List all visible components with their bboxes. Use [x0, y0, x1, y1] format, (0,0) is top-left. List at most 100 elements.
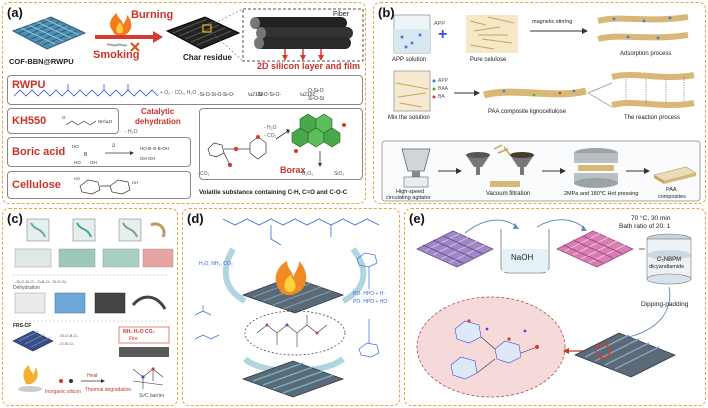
kh550-label: KH550: [12, 115, 46, 127]
panel-e: (e): [404, 208, 706, 406]
svg-text:NH\u2082: NH\u2082: [98, 119, 112, 124]
svg-text:O-Si-O: O-Si-O: [308, 88, 324, 94]
mix-baa-key: BAA: [438, 86, 448, 92]
volatile-label: Volatile substance containing C-H, C=O a…: [199, 189, 347, 196]
panel-b-graphics: +: [374, 3, 705, 203]
svg-text:O: O: [62, 115, 66, 120]
fabric-purple-icon: [417, 231, 493, 267]
boric-acid-label: Boric acid: [12, 146, 65, 158]
svg-text:HO-B-O-B-OH: HO-B-O-B-OH: [140, 146, 169, 151]
panel-d-graphics: [183, 209, 399, 405]
char-residue-label: Char residue: [183, 53, 232, 62]
kh550-structure: O NH\u2082: [62, 111, 112, 133]
hot-press-icon: [574, 148, 618, 188]
eq-h2o-label-1: - H₂O: [125, 129, 138, 135]
panel-a: (a): [2, 2, 366, 204]
svg-text:-O-Si-O-: -O-Si-O-: [59, 341, 75, 346]
dipping-padding-label: Dipping-padding: [641, 301, 688, 308]
svg-text:+: +: [438, 26, 447, 43]
boric-acid-structure: HO B HO OH: [72, 140, 102, 166]
frs-cf-label: FRS-CF: [13, 323, 31, 329]
cellulose-structure: HO OH: [70, 174, 190, 198]
svg-text:OH: OH: [132, 180, 138, 185]
c-barrier-label: Si/C barrier: [139, 393, 164, 399]
c-gas-label: NH₃ H₂O CO₂: [123, 329, 155, 335]
panel-b-label: (b): [378, 5, 395, 20]
e-conditions-2-label: Bath ratio of 20: 1: [619, 223, 670, 230]
si-c-network-icon: [133, 367, 163, 389]
fabric-pink-icon: [557, 231, 633, 267]
treated-fabric-icon: [575, 333, 675, 377]
magnetic-stirring-label: magnetic stirring: [532, 19, 572, 25]
mix-ba-key: BA: [438, 94, 445, 100]
panel-b: (b) +: [373, 2, 706, 204]
mix-app-key: APP: [438, 78, 448, 84]
adsorption-label: Adsorption process: [620, 51, 671, 57]
c-heat-label: Heat: [87, 373, 98, 379]
burning-fabric-icon: [243, 261, 343, 313]
top-polymer-chain: [223, 219, 379, 225]
rwpu-siloxane-structure: -Si-O-Si-O-Si-O- \u2192 -Si-O-Si-O- \u21…: [198, 82, 358, 104]
svg-text:B: B: [84, 152, 88, 158]
paa-composites-label-2: composites: [658, 194, 686, 200]
panel-e-label: (e): [409, 211, 425, 226]
panel-a-label: (a): [7, 5, 23, 20]
eq-co2-label-2: - CO₂: [264, 133, 277, 139]
rwpu-box: RWPU + O₂ - CO₂, H₂O -Si-O-Si-O-Si-O- \u…: [7, 75, 363, 105]
reagent-label-1: C₅NBPM: [657, 257, 681, 263]
burning-label: Burning: [131, 9, 173, 21]
c-inorganic-label: Inorganic silicon: [45, 389, 81, 395]
boric-arrow: [104, 150, 134, 156]
svg-text:-Si-O-B-O-: -Si-O-B-O-: [59, 333, 79, 338]
cotton-fabric-process-icon: [15, 293, 165, 313]
agitator-label-2: circulating agitator: [386, 195, 431, 201]
d-gases-label: H₂O, NH₃, CO₂: [199, 261, 233, 267]
reaction-process-label: The reaction process: [624, 115, 680, 121]
rwpu-eq-label: + O₂ - CO₂, H₂O: [160, 90, 196, 96]
adsorption-fiber-icon: [598, 17, 688, 40]
svg-text:HO: HO: [74, 176, 80, 181]
network-structure: [257, 315, 327, 347]
kh550-box: KH550 O NH\u2082: [7, 108, 119, 134]
paa-composites-label-1: PAA: [666, 187, 677, 193]
e-conditions-1-label: 70 °C, 30 min: [631, 215, 670, 222]
reaction-process-fiber-icon: [612, 75, 694, 105]
c-fire-label: Fire: [129, 336, 138, 342]
flame-icon: [18, 365, 42, 392]
left-molecule: [195, 305, 219, 339]
panel-c: (c) -Si-O-Si-O- -O-B-O- -Si-O-Si-: [2, 208, 178, 406]
borax-structure-box: - H₂O - CO₂ Borax B₂O₃ SiO₂: [199, 108, 363, 180]
material-label: COF-BBN@RWPU: [9, 57, 74, 66]
boric-acid-box: Boric acid HO B HO OH Δ HO-B-O-B-OH OH O…: [7, 137, 191, 167]
svg-text:Si-O-Si: Si-O-Si: [308, 96, 324, 102]
svg-text:HO: HO: [72, 144, 79, 149]
cellulose-box: Cellulose HO OH: [7, 171, 191, 199]
smoking-label: Smoking: [93, 49, 139, 61]
naoh-label: NaOH: [511, 253, 533, 262]
mix-solution-beaker-icon: [394, 71, 430, 111]
catalytic-label: Catalytic: [141, 107, 174, 116]
delta-label: Δ: [112, 143, 115, 149]
d-radicals-2-label: PO· HPO + HO·: [353, 299, 389, 305]
c-dehydration-label: Dehydration: [13, 285, 40, 291]
svg-text:OH OH: OH OH: [140, 156, 155, 161]
dehydration-label: dehydration: [135, 117, 181, 126]
vacuum-filtration-label: Vacuum filtration: [486, 191, 530, 197]
panel-c-label: (c): [7, 211, 23, 226]
app-solution-beaker-icon: [394, 15, 430, 53]
svg-text:-Si-O-Si-O- -O-B-O- -Si-O-: -Si-O-Si-O- -O-B-O- -Si-O-Si-: [15, 279, 68, 284]
boric-product-structure: HO-B-O-B-OH OH OH: [138, 140, 188, 166]
app-solution-label: APP solution: [392, 57, 426, 63]
pure-cellulose-label: Pure celulose: [470, 57, 506, 63]
svg-text:-Si-O-Si-O-Si-O-: -Si-O-Si-O-Si-O-: [198, 92, 235, 98]
svg-text:HO: HO: [74, 160, 81, 165]
char-residue-icon: [167, 17, 239, 49]
hot-pressing-label: 2MPa and 180℃ Hot pressing: [564, 191, 638, 197]
fabric-swatches-icon: [15, 249, 173, 267]
b2o3-label: B₂O₃: [302, 171, 313, 177]
silicon-layer-label: 2D silicon layer and film: [257, 61, 360, 71]
paa-lignocellulose-fiber-icon: [484, 90, 586, 97]
sio2-label: SiO₂: [334, 171, 344, 177]
frs-cf-fabric-icon: [13, 331, 53, 351]
reagent-label-2: dicyandiamide: [649, 264, 684, 270]
